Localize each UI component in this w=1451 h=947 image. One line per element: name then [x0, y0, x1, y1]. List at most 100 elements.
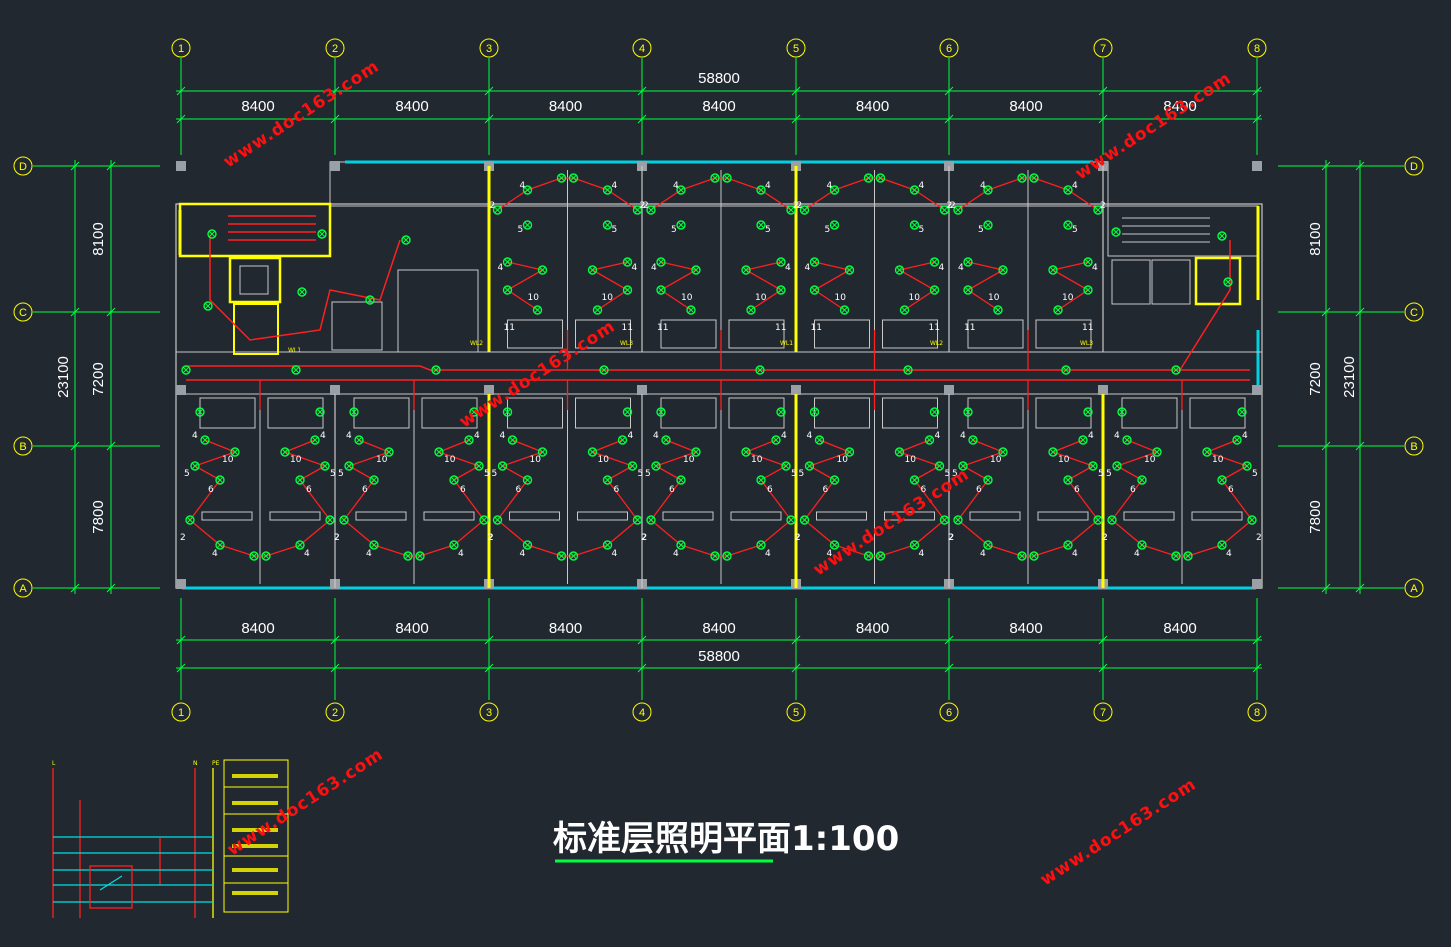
fixture-number-label: 5: [1072, 225, 1078, 235]
fixture-number-label: 4: [781, 431, 787, 441]
light-fixture-icon: [875, 173, 886, 183]
light-fixture-icon: [1122, 435, 1132, 445]
fixture-number-label: 2: [948, 533, 954, 543]
fixture-number-label: 2: [795, 533, 801, 543]
fixture-cross: [524, 541, 531, 549]
side-span-label: 8100: [90, 222, 107, 255]
structural-column: [1252, 385, 1262, 395]
fixture-cross: [911, 186, 918, 194]
grid-bubble: [1404, 436, 1424, 456]
fixture-cross: [865, 552, 872, 560]
fixture-cross: [504, 286, 511, 294]
fixture-cross: [432, 366, 440, 374]
fixture-cross: [984, 186, 992, 194]
fixture-number-label: 5: [645, 469, 651, 479]
light-fixture-icon: [556, 551, 567, 561]
fixture-cross: [657, 408, 665, 416]
light-fixture-icon: [809, 257, 820, 267]
grid-bubble: [1404, 156, 1424, 176]
side-total-label: 23100: [1341, 356, 1358, 398]
fixture-cross: [296, 541, 304, 549]
circuit-label: WL2: [930, 340, 943, 347]
fixture-cross: [231, 448, 239, 456]
room-circuit-wire: [343, 439, 391, 521]
fixture-number-label: 10: [988, 293, 1000, 303]
light-fixture-icon: [1093, 515, 1103, 525]
fixture-number-label: 4: [785, 263, 791, 273]
fixture-cross: [366, 296, 374, 304]
circuit-label: WL3: [620, 340, 633, 347]
fixture-cross: [896, 448, 903, 456]
fixture-cross: [321, 462, 329, 470]
fixture-number-label: 5: [671, 225, 677, 235]
room-circuit-wire: [1205, 439, 1253, 521]
light-fixture-icon: [656, 285, 666, 295]
fixture-cross: [757, 186, 765, 194]
light-fixture-icon: [934, 461, 945, 471]
light-fixture-icon: [492, 515, 503, 525]
bathroom-block: [507, 397, 563, 429]
light-fixture-icon: [829, 475, 840, 485]
fixture-cross: [600, 366, 608, 374]
grid-bubble: [479, 702, 499, 722]
light-fixture-icon: [924, 435, 935, 445]
fixture-number-label: 11: [775, 323, 786, 333]
grid-bubble: [13, 302, 33, 322]
fixture-cross: [1084, 286, 1092, 294]
light-fixture-icon: [230, 447, 240, 457]
fixture-number-label: 6: [1228, 485, 1234, 495]
light-fixture-icon: [781, 461, 791, 471]
fixture-cross: [1172, 552, 1180, 560]
structural-column: [1098, 385, 1108, 395]
furniture: [1191, 511, 1243, 521]
light-fixture-icon: [776, 407, 786, 417]
fixture-number-label: 4: [498, 263, 504, 273]
fixture-cross: [370, 476, 378, 484]
fixture-cross: [524, 186, 531, 194]
light-fixture-icon: [434, 447, 444, 457]
light-fixture-icon: [415, 551, 425, 561]
grid-bubble-label: 7: [1100, 43, 1106, 55]
fixture-cross: [1118, 408, 1126, 416]
light-fixture-icon: [190, 461, 200, 471]
light-fixture-icon: [522, 220, 533, 230]
fixture-number-label: 10: [1058, 455, 1070, 465]
grid-bubble: [939, 38, 959, 58]
fixture-cross: [941, 206, 948, 214]
dimension-bay-label: 8400: [702, 620, 735, 637]
fixture-cross: [1218, 541, 1226, 549]
dimension-bay-label: 8400: [241, 620, 274, 637]
fixture-cross: [604, 221, 611, 229]
grid-bubble: [479, 38, 499, 58]
fixture-cross: [757, 221, 765, 229]
room-circuit-wire: [497, 519, 638, 557]
fixture-number-label: 10: [598, 455, 610, 465]
room-circuit-wire: [1051, 439, 1099, 521]
room-circuit-wire: [804, 519, 945, 557]
light-fixture-icon: [776, 285, 786, 295]
schematic-legend-table: [223, 759, 289, 913]
grid-bubble: [13, 156, 33, 176]
light-fixture-icon: [474, 461, 484, 471]
fixture-number-label: 4: [651, 263, 657, 273]
light-fixture-icon: [651, 461, 661, 471]
light-fixture-icon: [741, 265, 751, 275]
light-fixture-icon: [587, 265, 598, 275]
fixture-number-label: 6: [1074, 485, 1080, 495]
fixture-number-label: 5: [791, 469, 797, 479]
fixture-number-label: 2: [795, 533, 801, 543]
fixture-cross: [1079, 436, 1087, 444]
light-fixture-icon: [756, 220, 766, 230]
fixture-cross: [831, 541, 838, 549]
fixture-cross: [846, 448, 853, 456]
room-circuit-wire: [659, 261, 698, 311]
fixture-cross: [316, 408, 324, 416]
grid-bubble-label: 4: [639, 707, 645, 719]
furniture: [577, 511, 628, 521]
fixture-cross: [687, 306, 695, 314]
fixture-cross: [931, 258, 938, 266]
structural-column: [1252, 579, 1262, 589]
light-fixture-icon: [1152, 447, 1162, 457]
fixture-cross: [1018, 552, 1026, 560]
light-fixture-icon: [617, 435, 628, 445]
